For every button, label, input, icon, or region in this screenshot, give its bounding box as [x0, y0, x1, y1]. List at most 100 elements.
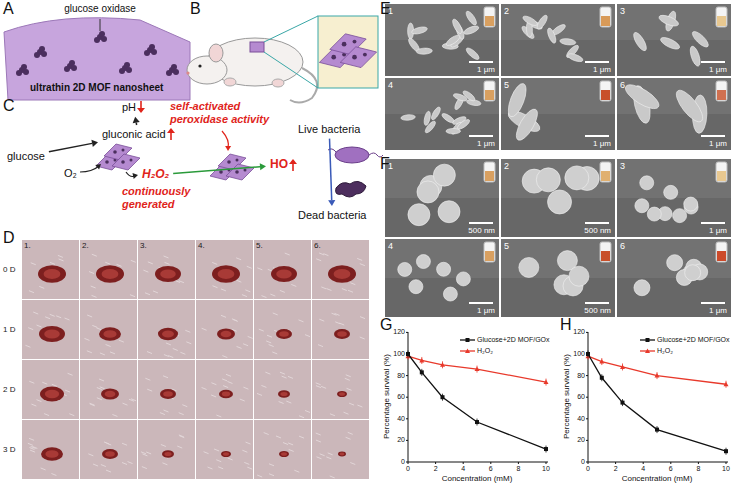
fur-texture [175, 280, 180, 282]
fur-texture [335, 322, 340, 324]
data-marker [621, 401, 625, 405]
fur-texture [173, 348, 178, 350]
legend-entry: H₂O₂ [460, 347, 493, 355]
scale-label: 1 μm [593, 139, 611, 148]
wound-symbol [276, 329, 292, 339]
wound-photo [80, 300, 137, 359]
data-marker [544, 447, 548, 451]
arrow-shaft [170, 132, 172, 140]
row-label: 1 D [3, 325, 15, 334]
data-marker [419, 358, 424, 363]
fur-texture [87, 351, 92, 353]
fur-texture [87, 315, 92, 317]
image-number: 6 [620, 80, 625, 90]
node-text: H₂O₂ [142, 168, 169, 182]
scale-bar [701, 135, 725, 137]
vial-liquid [485, 171, 494, 181]
wound-symbol [44, 269, 61, 279]
wound-photo [80, 420, 137, 479]
tick-label: 20 [397, 436, 405, 444]
wound-symbol [96, 265, 124, 282]
fur-texture [214, 449, 219, 451]
fur-texture [92, 254, 97, 256]
wound-symbol [164, 452, 171, 456]
tick-label: 0 [401, 458, 405, 466]
coccus-bacterium [433, 164, 455, 186]
arrow-head [95, 164, 101, 170]
axis-tick [546, 462, 547, 464]
fur-texture [143, 270, 148, 272]
rod-bacterium [567, 52, 584, 63]
data-marker [655, 428, 659, 432]
wound-photo [138, 360, 195, 419]
fur-texture [186, 342, 191, 344]
connector-group [49, 140, 98, 152]
legend-entry: Glucose+2D MOF/GOx [460, 336, 550, 344]
sem-image [617, 159, 731, 237]
scale-bar [585, 61, 609, 63]
rod-bacterium [451, 18, 464, 35]
coccus-bacterium [456, 272, 470, 286]
data-marker [655, 373, 660, 378]
wound-symbol [271, 266, 297, 282]
image-number: 4 [388, 80, 393, 90]
fur-texture [31, 404, 36, 406]
coccus-bacterium [438, 201, 460, 223]
arrow-head [137, 108, 145, 113]
fur-texture [236, 258, 241, 260]
fur-texture [41, 468, 46, 470]
axis-tick [726, 462, 727, 464]
scheme-node: pH [120, 100, 147, 115]
sem-image [385, 78, 499, 150]
tick-label: 120 [573, 328, 585, 336]
fur-texture [88, 454, 93, 456]
fur-texture [221, 289, 226, 291]
arrow-head [225, 146, 231, 151]
fur-texture [272, 352, 277, 354]
tick-label: 10 [722, 465, 730, 473]
scheme-node: Dead bacteria [296, 208, 369, 223]
tick-label: 60 [397, 393, 405, 401]
fur-texture [242, 450, 247, 452]
wound-photo [312, 240, 369, 299]
enzyme-symbol [144, 50, 150, 56]
fur-texture [346, 375, 351, 377]
fur-texture [257, 393, 262, 395]
legend-text: H₂O₂ [477, 347, 493, 355]
vial-inset [600, 242, 611, 262]
column-number: 1. [24, 241, 31, 250]
data-marker [475, 367, 480, 372]
fur-texture [280, 290, 285, 292]
enzyme-symbol [39, 46, 45, 52]
wound-photo [254, 360, 311, 419]
enzyme-symbol [113, 150, 117, 154]
fur-texture [350, 283, 355, 285]
tick-label: 120 [393, 328, 405, 336]
enzyme-symbol [166, 70, 172, 76]
fur-texture [316, 386, 321, 388]
sem-image [617, 239, 731, 317]
tick-label: 80 [397, 372, 405, 380]
wound-photo [138, 240, 195, 299]
fur-texture [90, 403, 95, 405]
connector-group [133, 117, 140, 125]
enzyme-symbol [331, 55, 336, 60]
rod-bacterium [453, 92, 468, 102]
fur-texture [179, 436, 184, 438]
panel-letter: D [3, 229, 15, 247]
vial-liquid [717, 171, 726, 181]
image-number: 1 [388, 6, 393, 16]
wound-symbol [41, 447, 63, 461]
vial-liquid [601, 171, 610, 181]
vial-inset [484, 7, 495, 27]
fur-texture [31, 263, 36, 265]
fur-texture [142, 467, 147, 469]
wound-symbol [105, 391, 116, 397]
wound-symbol [278, 390, 290, 397]
coccus-bacterium [443, 287, 457, 301]
wound-symbol [44, 329, 60, 338]
wound-symbol [221, 451, 231, 457]
fur-texture [286, 401, 291, 403]
legend-marker [645, 349, 650, 354]
vial-inset [600, 81, 611, 101]
